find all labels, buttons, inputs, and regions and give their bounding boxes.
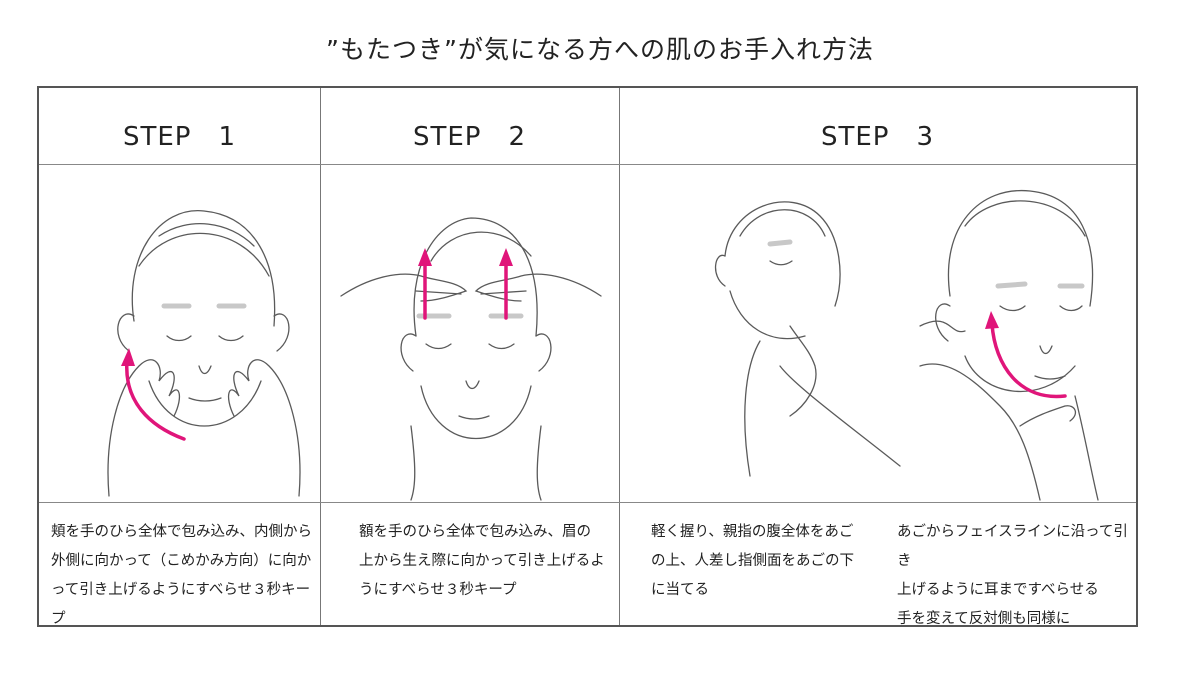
step-1-line-2: 外側に向かって（こめかみ方向）に向か (51, 553, 312, 569)
step-1-header: STEP 1 (122, 122, 237, 152)
step-1-line-1: 頬を手のひら全体で包み込み、内側から (51, 524, 312, 540)
step-2-description: 額を手のひら全体で包み込み、眉の 上から生え際に向かって引き上げるよ うにすべら… (359, 518, 609, 605)
step-3b-line-2: 上げるように耳まですべらせる (897, 582, 1099, 598)
page-title: ”もたつき”が気になる方への肌のお手入れ方法 (326, 35, 874, 64)
step-3-illustration (714, 189, 1099, 501)
step-2-header: STEP 2 (412, 122, 527, 152)
steps-table: STEP 1 STEP 2 STEP 3 (37, 86, 1138, 627)
step-3-description-a: 軽く握り、親指の腹全体をあご の上、人差し指側面をあごの下 に当てる (651, 518, 871, 605)
step-1-line-3: って引き上げるようにすべらせ３秒キープ (51, 582, 311, 627)
step-3-arrowhead (985, 311, 999, 329)
description-divider (39, 502, 1136, 503)
step-2-arrowhead-left (418, 248, 432, 266)
step-2-line-3: うにすべらせ３秒キープ (359, 582, 517, 598)
column-divider-1 (320, 88, 321, 625)
step-2-illustration (340, 217, 602, 501)
column-divider-2 (619, 88, 620, 625)
step-2-line-2: 上から生え際に向かって引き上げるよ (359, 553, 605, 569)
step-1-description: 頬を手のひら全体で包み込み、内側から 外側に向かって（こめかみ方向）に向か って… (51, 518, 313, 634)
step-1-arrow (125, 359, 186, 441)
step-1-illustration (107, 210, 301, 497)
step-1-arrowhead (121, 348, 135, 366)
step-3b-line-1: あごからフェイスラインに沿って引き (897, 524, 1128, 569)
step-3-arrow (990, 322, 1067, 399)
step-2-line-1: 額を手のひら全体で包み込み、眉の (359, 524, 591, 540)
header-divider (39, 164, 1136, 165)
step-3-description-b: あごからフェイスラインに沿って引き 上げるように耳まですべらせる 手を変えて反対… (897, 518, 1132, 634)
step-3b-line-3: 手を変えて反対側も同様に (897, 611, 1071, 627)
step-3a-line-2: の上、人差し指側面をあごの下 (651, 553, 854, 569)
step-3a-line-1: 軽く握り、親指の腹全体をあご (651, 524, 854, 540)
step-3a-line-3: に当てる (651, 582, 709, 598)
step-3-header: STEP 3 (820, 122, 935, 152)
step-2-arrowhead-right (499, 248, 513, 266)
